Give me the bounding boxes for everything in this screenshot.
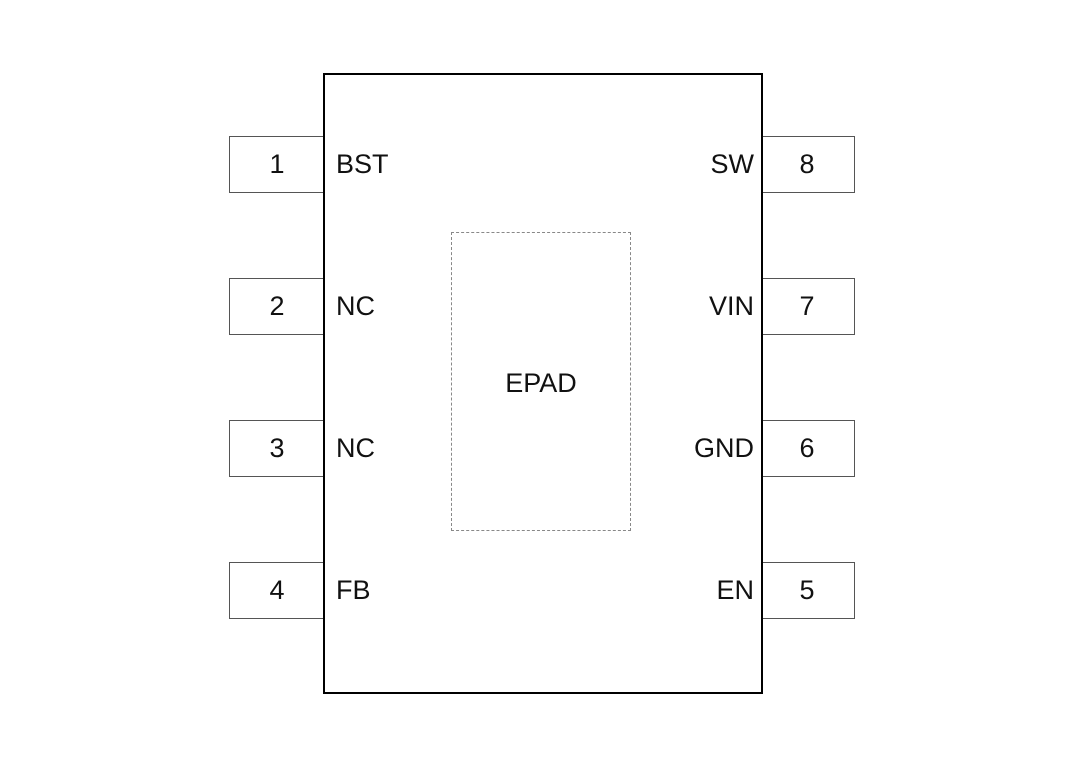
epad-label: EPAD: [505, 368, 577, 398]
pin-number: 1: [269, 149, 285, 179]
pin-number: 8: [799, 149, 815, 179]
pin-number: 4: [269, 575, 285, 605]
pin-number: 2: [269, 291, 285, 321]
pin-4-box: 4: [229, 562, 324, 619]
pin-7-box: 7: [760, 278, 855, 335]
pin-1-box: 1: [229, 136, 324, 193]
pin-number: 3: [269, 433, 285, 463]
pin-8-box: 8: [760, 136, 855, 193]
pin-2-name: NC: [336, 291, 375, 321]
pin-3-box: 3: [229, 420, 324, 477]
pin-number: 6: [799, 433, 815, 463]
pin-4-name: FB: [336, 575, 371, 605]
pin-8-name: SW: [710, 149, 755, 179]
pin-2-box: 2: [229, 278, 324, 335]
pin-5-name: EN: [716, 575, 754, 605]
exposed-pad: EPAD: [451, 232, 631, 531]
pin-3-name: NC: [336, 433, 375, 463]
pin-6-box: 6: [760, 420, 855, 477]
pin-6-name: GND: [694, 433, 754, 463]
pin-5-box: 5: [760, 562, 855, 619]
package-body: [323, 73, 763, 694]
pin-number: 7: [799, 291, 815, 321]
pin-number: 5: [799, 575, 815, 605]
pin-7-name: VIN: [708, 291, 754, 321]
pin-1-name: BST: [336, 149, 389, 179]
